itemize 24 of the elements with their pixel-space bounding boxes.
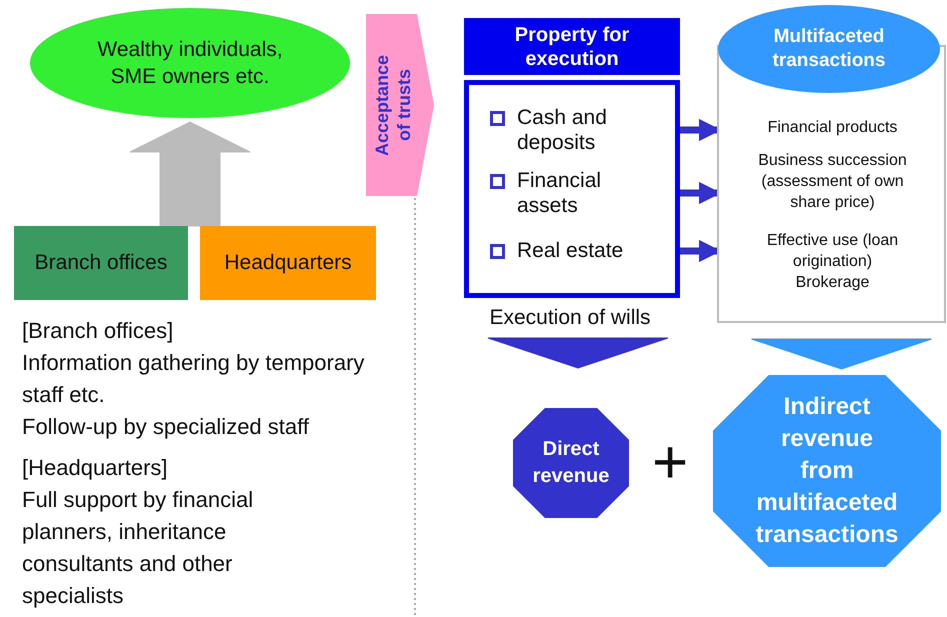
headquarters-box: Headquarters — [200, 226, 376, 300]
description-text: [Branch offices] — [22, 317, 174, 345]
revenue-octagon: Indirect revenue from multifaceted transactions — [713, 375, 941, 567]
transaction-text: Business succession (assessment of own share price) — [720, 150, 945, 218]
transaction-text: Effective use (loan origination) Brokerage — [720, 230, 945, 298]
pentagon-arrow: Acceptance of trusts — [366, 14, 434, 196]
revenue-octagon: Direct revenue — [513, 408, 629, 518]
block-arrow — [130, 121, 250, 226]
list-item: Real estate — [490, 238, 674, 264]
heading-ellipse: Multifaceted transactions — [718, 5, 940, 93]
description-text: Full support by financial planners, inheritance consultants and other specialists — [22, 486, 254, 610]
branch-box: Branch offices — [14, 226, 188, 300]
audience-ellipse: Wealthy individuals, SME owners etc. — [30, 8, 350, 118]
wedge-arrow — [751, 338, 932, 370]
list-item: Cash and deposits — [490, 105, 674, 155]
description-text: Follow-up by specialized staff — [22, 413, 310, 441]
wedge-arrow — [488, 338, 668, 369]
property-frame — [464, 80, 680, 298]
description-text: Information gathering by temporary staff etc. — [22, 349, 366, 409]
transaction-text: Financial products — [720, 117, 945, 141]
description-text: [Headquarters] — [22, 454, 169, 482]
header-box: Property for execution — [464, 18, 680, 75]
plus-sign: + — [652, 428, 688, 498]
list-item: Financial assets — [490, 168, 674, 218]
